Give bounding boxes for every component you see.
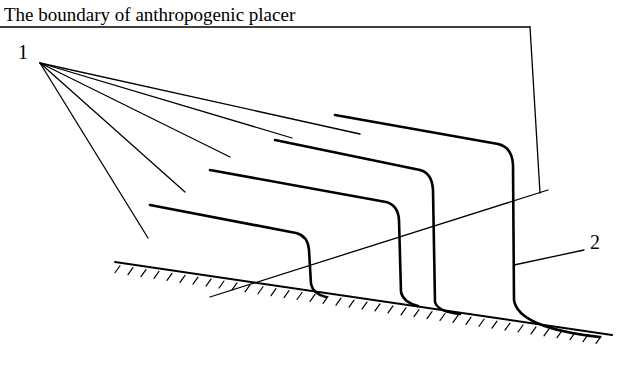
hatch-stroke [440,314,445,321]
hatch-stroke [193,277,198,284]
hatch-stroke [492,321,497,328]
hatch-stroke [141,270,146,277]
hatch-stroke [336,298,341,305]
ground-hatching [115,266,601,344]
placer-layer [210,170,418,306]
hatch-stroke [427,312,432,319]
placer-layer [150,205,326,297]
leader-line [40,63,292,138]
hatch-stroke [219,281,224,288]
title-callout: The boundary of anthropogenic placer [4,5,295,24]
hatch-stroke [388,306,393,313]
hatch-stroke [375,304,380,311]
leader-line [40,63,230,157]
hatch-stroke [466,317,471,324]
hatch-stroke [401,308,406,315]
hatch-stroke [544,329,549,336]
callout-number: 2 [590,232,600,252]
hatch-stroke [362,302,367,309]
hatch-stroke [479,319,484,326]
leader-line [40,63,185,192]
leader-line [514,250,584,265]
hatch-stroke [349,300,354,307]
hatch-stroke [310,294,315,301]
hatch-stroke [453,315,458,322]
hatch-stroke [518,325,523,332]
hatch-stroke [154,271,159,278]
hatch-stroke [167,273,172,280]
hatch-stroke [115,266,120,273]
hatch-stroke [128,268,133,275]
hatch-stroke [284,291,289,298]
hatch-stroke [258,287,263,294]
title-underline [0,26,530,27]
hatch-stroke [271,289,276,296]
placer-layer [335,115,600,337]
hatch-stroke [414,310,419,317]
leader-line [530,27,540,193]
leader-line [40,63,360,134]
hatch-stroke [180,275,185,282]
boundary-line [210,190,548,297]
hatch-stroke [206,279,211,286]
hatch-stroke [505,323,510,330]
hatch-stroke [531,327,536,334]
hatch-stroke [297,292,302,299]
callout-number: 1 [18,42,28,62]
